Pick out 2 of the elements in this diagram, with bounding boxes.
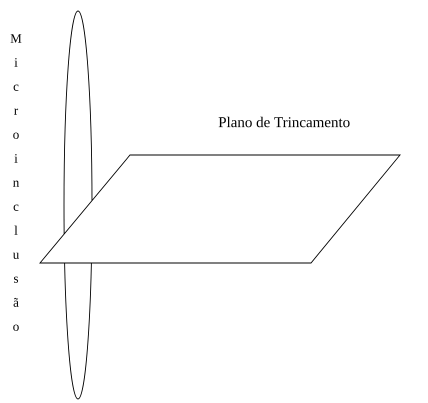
plane-label: Plano de Trincamento — [218, 116, 350, 128]
vertical-label: Microinclusão — [10, 34, 22, 331]
